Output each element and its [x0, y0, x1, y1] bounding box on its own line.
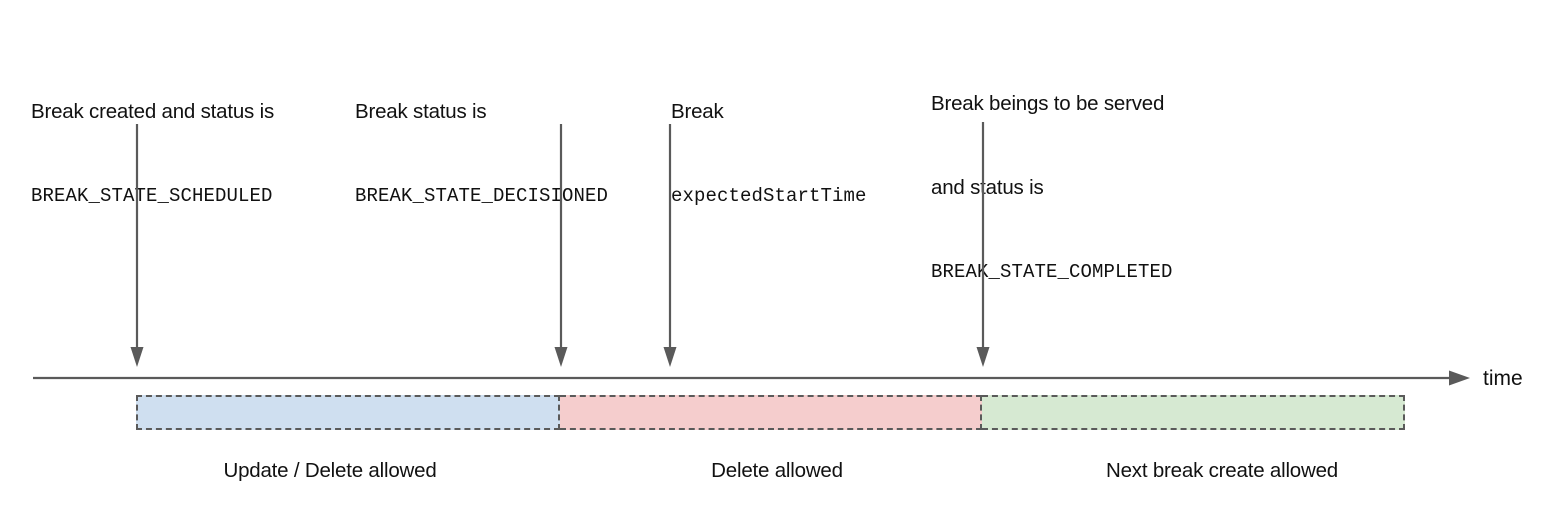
marker-arrow-scheduled [129, 124, 145, 369]
annotation-expected-start-time-line-1: Break [671, 100, 724, 123]
phase-bar-update-delete [136, 395, 560, 430]
annotation-scheduled-line-1: Break created and status is [31, 100, 275, 123]
caption-next-break-create: Next break create allowed [1105, 459, 1339, 482]
marker-arrow-decisioned [553, 124, 569, 369]
phase-bar-delete [560, 395, 982, 430]
caption-delete: Delete allowed [711, 459, 843, 482]
annotation-completed-line-3: BREAK_STATE_COMPLETED [931, 261, 1173, 283]
time-axis-label: time [1483, 367, 1523, 390]
caption-update-delete: Update / Delete allowed [223, 459, 437, 482]
marker-arrow-expected-start-time [662, 124, 678, 369]
annotation-expected-start-time-line-2: expectedStartTime [671, 185, 867, 207]
annotation-expected-start-time: Break expectedStartTime [671, 42, 867, 266]
annotation-decisioned-line-1: Break status is [355, 100, 487, 123]
annotation-completed: Break beings to be served and status is … [931, 34, 1173, 342]
annotation-decisioned-line-2: BREAK_STATE_DECISIONED [355, 185, 609, 207]
annotation-scheduled: Break created and status is BREAK_STATE_… [31, 42, 274, 266]
annotation-decisioned: Break status is BREAK_STATE_DECISIONED [355, 42, 608, 266]
marker-arrow-completed [975, 122, 991, 369]
time-axis [33, 368, 1473, 388]
phase-bar-next-break-create [982, 395, 1405, 430]
annotation-completed-line-1: Break beings to be served [931, 92, 1165, 115]
annotation-completed-line-2: and status is [931, 176, 1044, 199]
annotation-scheduled-line-2: BREAK_STATE_SCHEDULED [31, 185, 273, 207]
